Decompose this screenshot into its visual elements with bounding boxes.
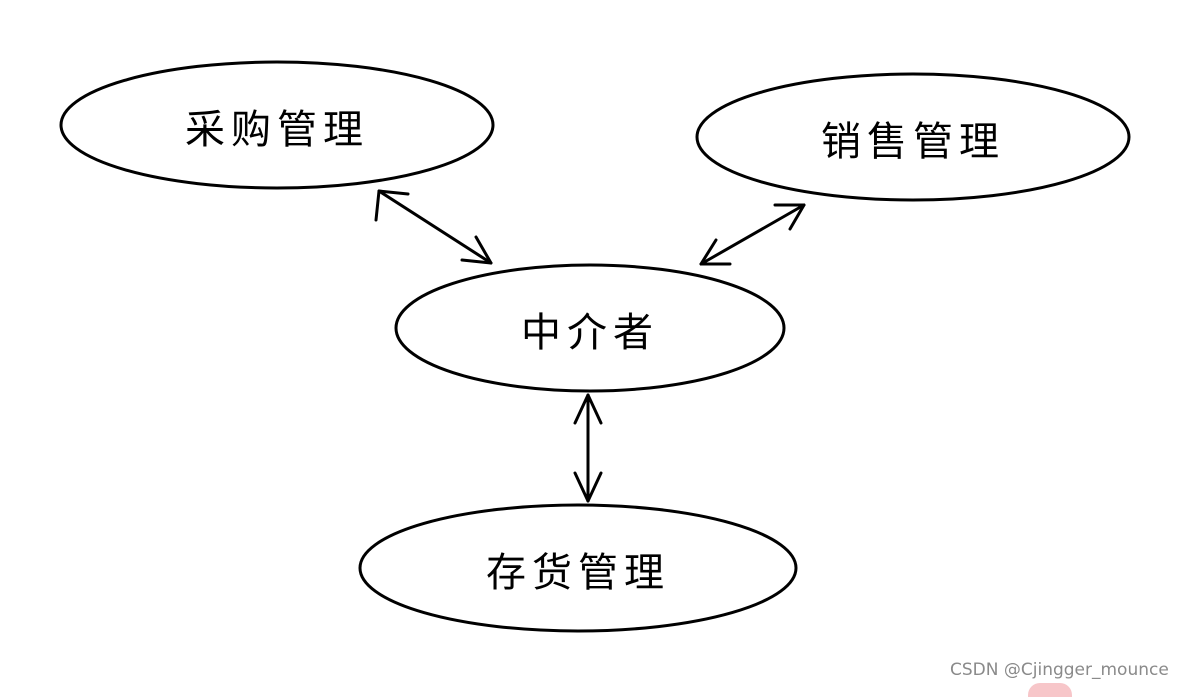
- edge-sales-mediator: [699, 203, 806, 266]
- watermark-text: CSDN @Cjingger_mounce: [950, 660, 1169, 680]
- edge-mediator-inventory: [573, 393, 603, 503]
- edge-purchase-mediator: [374, 189, 493, 265]
- node-sales: 销售管理: [695, 72, 1131, 202]
- arrowhead-mediator-end-bottom: [573, 393, 603, 425]
- node-mediator-label: 中介者: [521, 310, 659, 356]
- watermark-decoration: [1028, 683, 1072, 697]
- edge-purchase-mediator-line: [377, 189, 493, 265]
- node-mediator-ellipse: [394, 263, 786, 393]
- arrowhead-mediator-end-right: [699, 238, 732, 266]
- arrowhead-mediator-end-left: [460, 235, 493, 265]
- node-inventory-label: 存货管理: [486, 550, 670, 596]
- arrowhead-purchase-end: [374, 189, 410, 222]
- arrowhead-sales-end: [773, 203, 806, 231]
- node-purchase-ellipse: [59, 60, 495, 190]
- edge-sales-mediator-line: [699, 203, 806, 266]
- node-inventory: 存货管理: [358, 503, 798, 633]
- node-inventory-ellipse: [358, 503, 798, 633]
- node-sales-ellipse: [695, 72, 1131, 202]
- node-mediator: 中介者: [394, 263, 786, 393]
- node-purchase: 采购管理: [59, 60, 495, 190]
- arrowhead-inventory-end: [573, 471, 603, 503]
- node-purchase-label: 采购管理: [185, 107, 369, 153]
- node-sales-label: 销售管理: [821, 119, 1005, 165]
